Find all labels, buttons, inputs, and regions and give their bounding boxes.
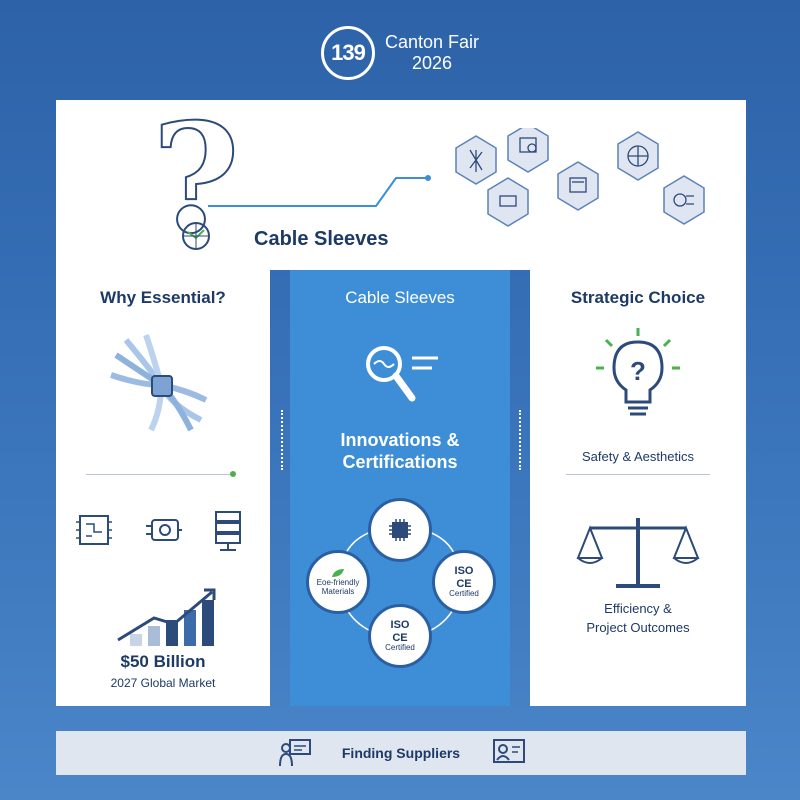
footer-bar[interactable]: Finding Suppliers bbox=[56, 731, 746, 775]
market-label: 2027 Global Market bbox=[110, 676, 216, 690]
engine-icon bbox=[146, 519, 182, 541]
chip-icon bbox=[389, 519, 411, 541]
right-text-efficiency: Efficiency & Project Outcomes bbox=[530, 600, 746, 638]
balance-scale-icon bbox=[576, 518, 700, 588]
connector-line bbox=[208, 175, 431, 207]
right-text-safety: Safety & Aesthetics bbox=[581, 449, 694, 464]
cable-bundle-icon bbox=[110, 334, 208, 432]
node-iso-bottom-main: ISO bbox=[390, 618, 410, 631]
right-divider bbox=[566, 474, 710, 475]
node-iso-bottom-sub: Certified bbox=[385, 643, 415, 653]
lightbulb-question-icon: ? bbox=[596, 328, 680, 416]
canton-fair-logo: 139 bbox=[320, 26, 375, 80]
magnifier-icon bbox=[366, 346, 438, 402]
divider-dot bbox=[230, 471, 236, 477]
presenter-icon bbox=[279, 739, 311, 767]
middle-subtitle-line2: Certifications bbox=[342, 451, 458, 472]
node-iso-right-line2: CE bbox=[456, 577, 472, 590]
node-chip bbox=[368, 498, 432, 562]
node-iso-bottom-line2: CE bbox=[392, 631, 408, 644]
growth-chart-icon bbox=[117, 588, 216, 646]
node-eco-main: Eoe-friendly bbox=[316, 578, 360, 588]
footer-label: Finding Suppliers bbox=[341, 745, 461, 761]
server-rack-icon bbox=[215, 511, 241, 551]
market-value: $50 Billion bbox=[120, 652, 206, 671]
circuit-board-icon bbox=[76, 515, 112, 545]
dotted-separator-left bbox=[281, 410, 283, 470]
middle-column: Cable Sleeves Innovations & Certificatio… bbox=[290, 270, 510, 706]
middle-subtitle-line1: Innovations & bbox=[340, 430, 460, 450]
top-panel-title: Cable Sleeves bbox=[254, 228, 389, 250]
node-iso-right-main: ISO bbox=[454, 564, 474, 577]
node-iso-bottom: ISO CE Certified bbox=[368, 604, 432, 668]
header-title-line2: 2026 bbox=[411, 53, 453, 73]
middle-column-title: Cable Sleeves bbox=[345, 288, 455, 307]
logo-number: 139 bbox=[331, 40, 366, 65]
right-column-title: Strategic Choice bbox=[570, 288, 706, 307]
top-panel: ? Cable Sleeves bbox=[56, 100, 746, 270]
hexagon-cluster bbox=[455, 128, 705, 227]
node-eco-materials: Eoe-friendly Materials bbox=[306, 550, 370, 614]
compass-globe-icon bbox=[182, 222, 210, 250]
right-text-efficiency-line2: Project Outcomes bbox=[586, 619, 690, 635]
node-eco-sub: Materials bbox=[321, 587, 355, 596]
right-text-efficiency-line1: Efficiency & bbox=[604, 601, 672, 616]
leaf-icon bbox=[332, 569, 344, 578]
node-iso-right-sub: Certified bbox=[449, 589, 479, 599]
header: 139 Canton Fair 2026 bbox=[0, 26, 800, 80]
id-card-icon bbox=[493, 739, 525, 763]
left-column-title: Why Essential? bbox=[100, 288, 226, 307]
node-iso-right: ISO CE Certified bbox=[432, 550, 496, 614]
middle-subtitle: Innovations & Certifications bbox=[290, 430, 510, 473]
divider bbox=[86, 474, 232, 475]
header-title: Canton Fair 2026 bbox=[385, 32, 479, 73]
svg-text:?: ? bbox=[630, 356, 646, 386]
header-title-line1: Canton Fair bbox=[384, 32, 480, 53]
right-column: Strategic Choice ? Safety & Aesthetics E… bbox=[530, 270, 746, 706]
dotted-separator-right bbox=[519, 410, 521, 470]
left-column: Why Essential? $50 Billion 202 bbox=[56, 270, 270, 706]
